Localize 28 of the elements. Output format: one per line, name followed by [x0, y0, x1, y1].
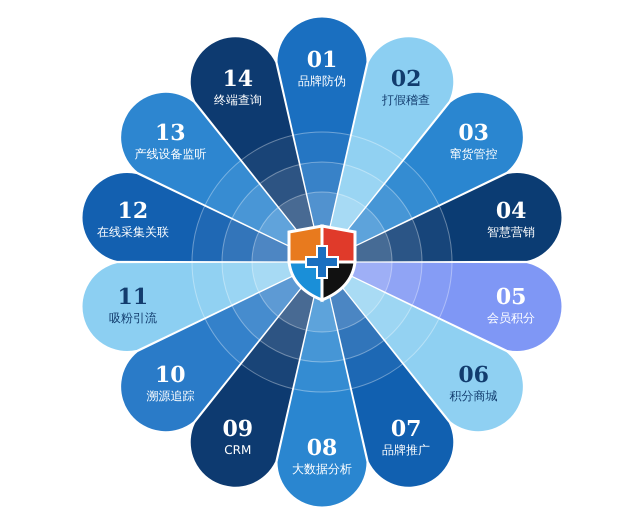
petal-label: 产线设备监听 — [134, 146, 206, 162]
step-number: 01 — [306, 47, 338, 73]
step-number: 02 — [390, 66, 422, 92]
petal-label: 会员积分 — [487, 310, 536, 326]
step-number: 12 — [118, 198, 148, 224]
step-number: 06 — [458, 362, 489, 388]
petal-label: 品牌推广 — [382, 442, 430, 458]
step-number: 13 — [155, 120, 186, 146]
step-number: 05 — [496, 284, 526, 310]
petal-label: 吸粉引流 — [108, 310, 157, 326]
step-number: 10 — [155, 362, 186, 388]
step-number: 04 — [496, 198, 526, 224]
petal-label: 在线采集关联 — [96, 224, 169, 240]
step-number: 08 — [306, 435, 338, 461]
petal-label: CRM — [224, 442, 252, 458]
petal-label: 窜货管控 — [450, 146, 498, 162]
petal-label: 溯源追踪 — [146, 388, 194, 404]
petal-label: 大数据分析 — [292, 461, 352, 477]
step-number: 14 — [222, 66, 254, 92]
petal-label: 品牌防伪 — [298, 73, 346, 89]
step-number: 07 — [390, 416, 422, 442]
petal-label: 智慧营销 — [487, 224, 536, 240]
step-number: 11 — [118, 284, 148, 310]
step-number: 09 — [222, 416, 254, 442]
petal-label: 终端查询 — [214, 92, 262, 108]
petal-label: 打假稽查 — [382, 92, 430, 108]
step-number: 03 — [458, 120, 489, 146]
petal-label: 积分商城 — [450, 388, 498, 404]
